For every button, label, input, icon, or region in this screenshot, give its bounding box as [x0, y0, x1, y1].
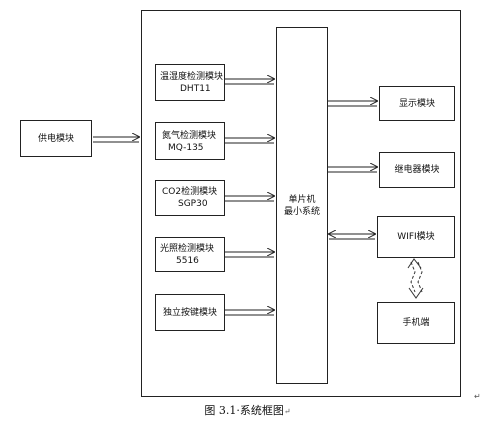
mq135-module-title: 氮气检测模块 — [162, 131, 217, 141]
light-module-box: 光照检测模块 5516 — [155, 237, 225, 272]
phone-box: 手机端 — [377, 302, 455, 344]
keys-module-box: 独立按键模块 — [155, 294, 225, 331]
mcu-subtitle: 最小系统 — [283, 206, 320, 217]
dht11-module-model: DHT11 — [180, 84, 211, 94]
paragraph-mark: ↵ — [474, 392, 481, 401]
power-module-label: 供电模块 — [37, 133, 74, 144]
mcu-title: 单片机 — [288, 194, 316, 205]
system-frame — [141, 10, 461, 397]
dht11-module-box: 温湿度检测模块 DHT11 — [155, 64, 225, 101]
figure-caption-mark: ↵ — [283, 407, 291, 416]
phone-label: 手机端 — [402, 318, 430, 328]
mcu-box: 单片机 最小系统 — [276, 27, 328, 384]
light-module-model: 5516 — [176, 256, 199, 266]
wifi-module-box: WIFI模块 — [377, 216, 455, 258]
mq135-module-model: MQ-135 — [168, 143, 204, 153]
relay-module-label: 继电器模块 — [394, 165, 440, 175]
display-module-box: 显示模块 — [379, 86, 455, 121]
sgp30-module-model: SGP30 — [178, 199, 208, 209]
mq135-module-box: 氮气检测模块 MQ-135 — [155, 122, 225, 160]
display-module-label: 显示模块 — [398, 98, 435, 109]
power-arrow — [93, 137, 139, 143]
keys-module-title: 独立按键模块 — [162, 307, 217, 318]
power-module-box: 供电模块 — [20, 120, 92, 157]
input-arrows — [225, 79, 274, 316]
relay-module-box: 继电器模块 — [379, 152, 455, 188]
figure-caption: 图 3.1·系统框图↵ — [0, 402, 495, 418]
sgp30-module-box: CO2检测模块 SGP30 — [155, 180, 225, 216]
dht11-module-title: 温湿度检测模块 — [160, 72, 224, 82]
sgp30-module-title: CO2检测模块 — [162, 187, 218, 197]
output-arrows — [327, 101, 377, 240]
figure-caption-text: 图 3.1·系统框图 — [204, 404, 284, 417]
light-module-title: 光照检测模块 — [160, 244, 215, 254]
wireless-link — [407, 258, 424, 299]
wifi-module-label: WIFI模块 — [397, 232, 435, 242]
